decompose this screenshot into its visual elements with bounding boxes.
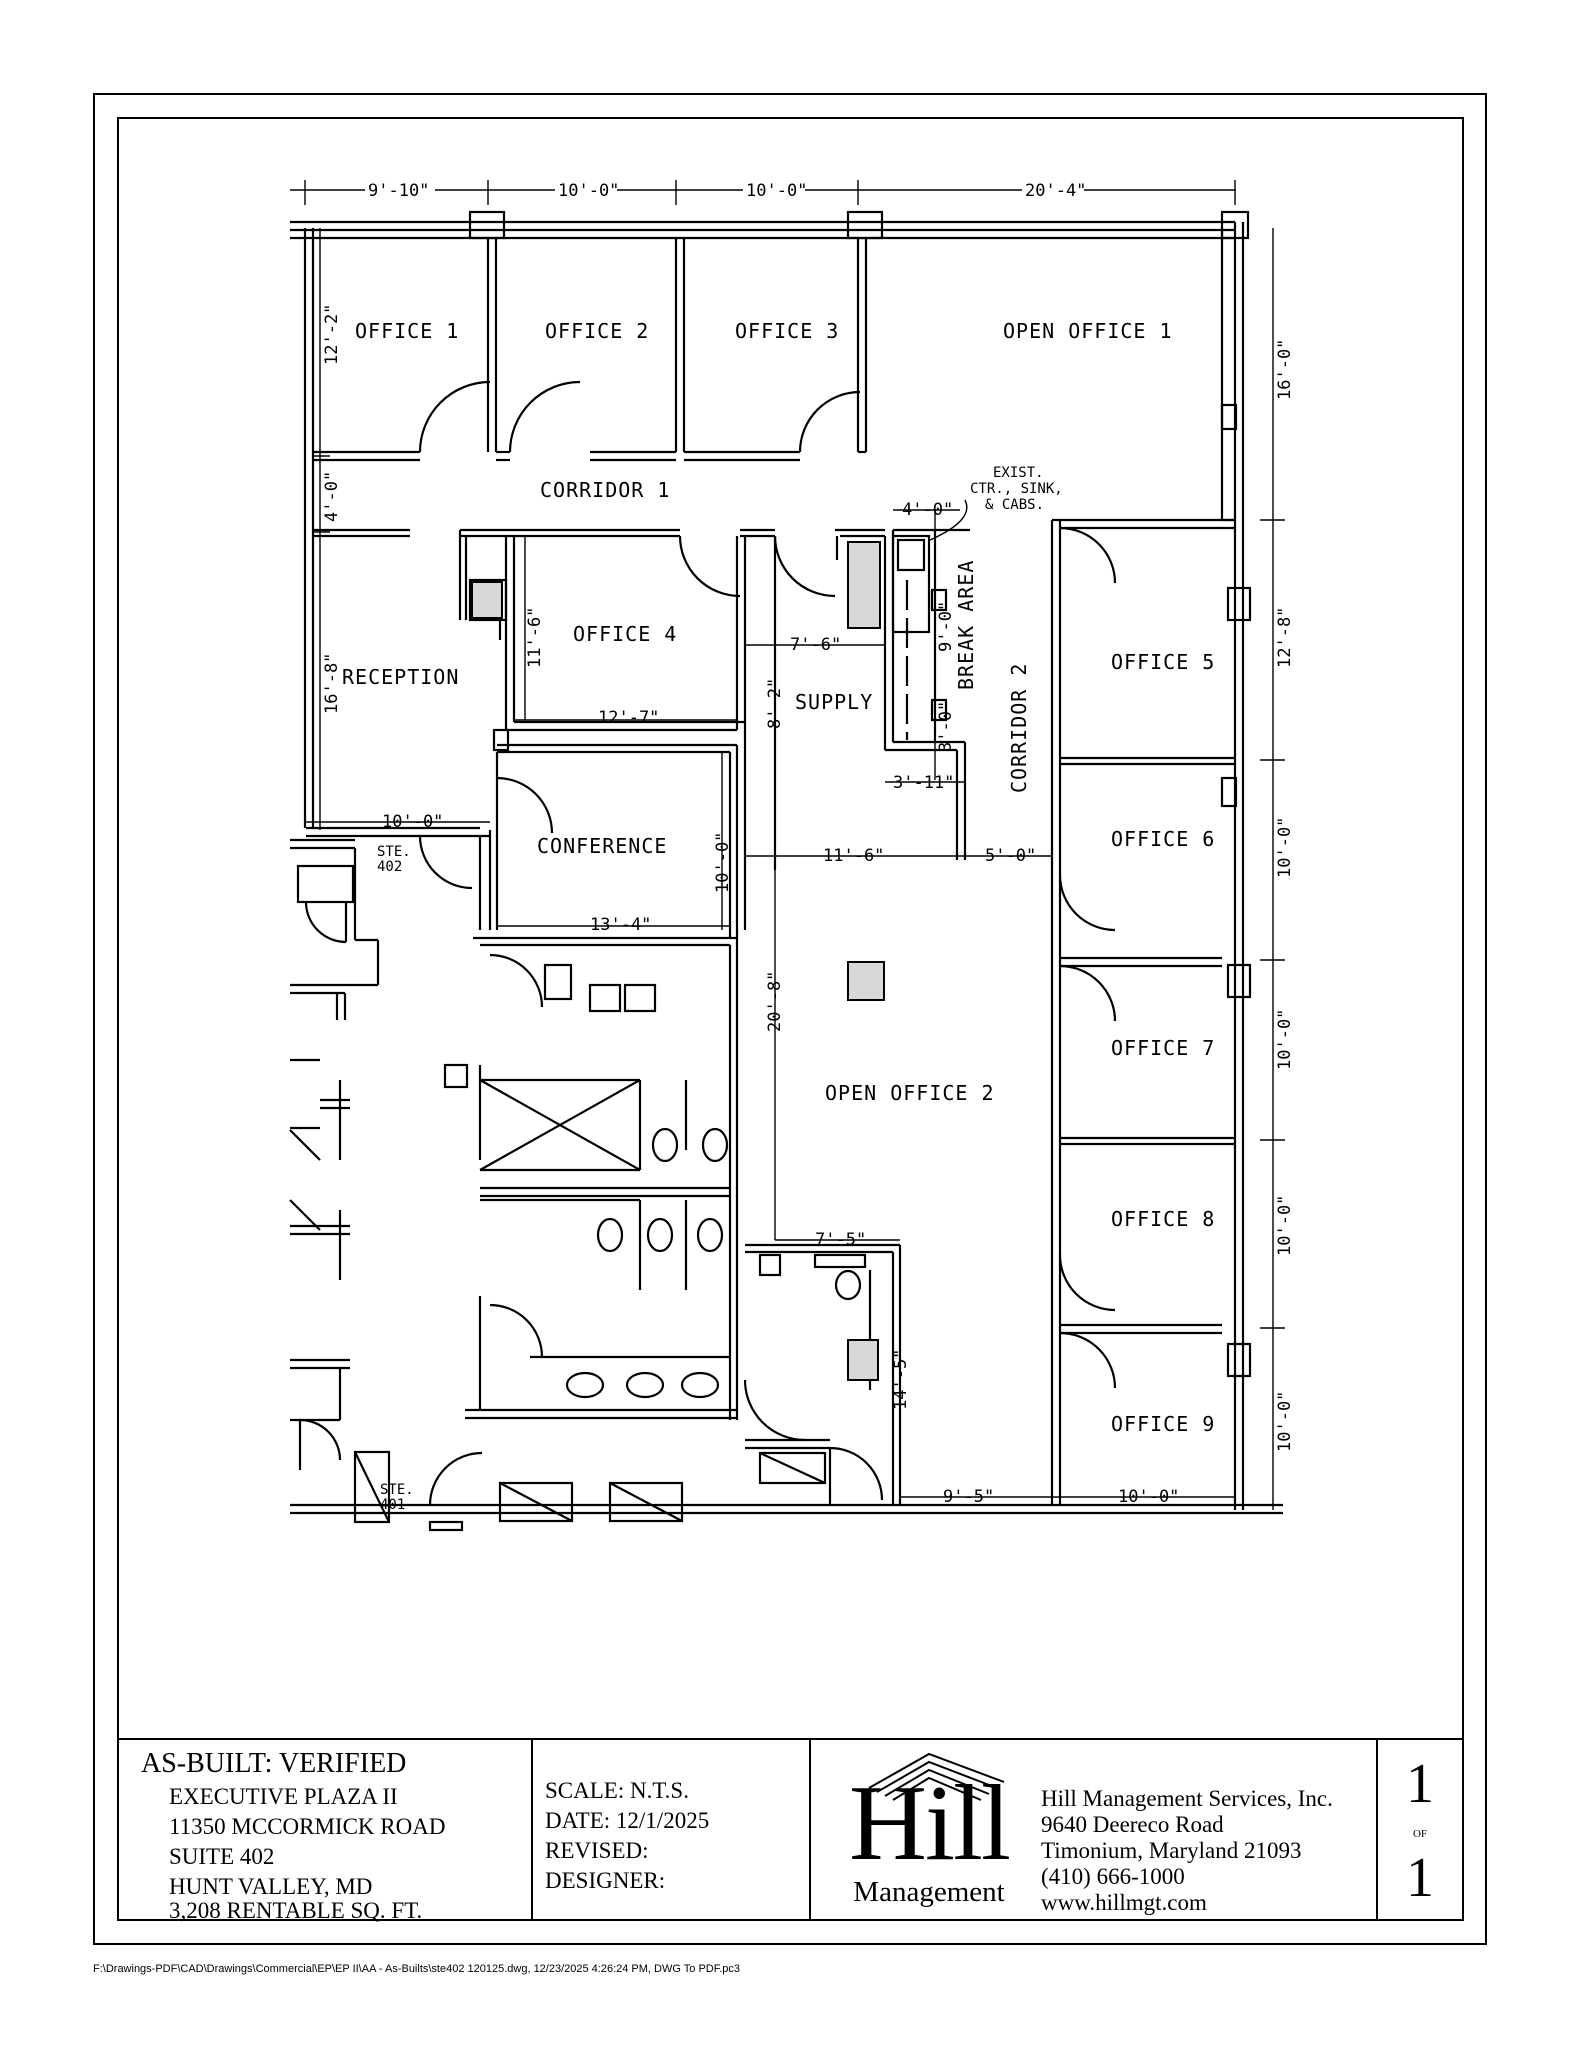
- dim-right-office-6: 10'-0": [1275, 817, 1295, 878]
- sheet-number: 1: [1406, 1753, 1434, 1815]
- label-office-9: OFFICE 9: [1111, 1412, 1215, 1436]
- label-office-4: OFFICE 4: [573, 622, 677, 646]
- title-block-sheet: 1 OF 1: [1378, 1740, 1462, 1921]
- dim-left-reception: 16'-8": [322, 653, 342, 714]
- company-street: 9640 Deereco Road: [1041, 1812, 1224, 1837]
- label-office-1: OFFICE 1: [355, 319, 459, 343]
- sheet-total: 1: [1406, 1847, 1434, 1909]
- title-block-project: AS-BUILT: VERIFIED EXECUTIVE PLAZA II 11…: [117, 1740, 533, 1923]
- title-block-meta: SCALE: N.T.S. DATE: 12/1/2025 REVISED: D…: [533, 1740, 811, 1921]
- dim-break-height: 9'-0": [936, 601, 956, 652]
- dim-small-room-width: 7'-5": [815, 1230, 866, 1250]
- drawing-border-outer: [93, 93, 1487, 1945]
- dim-reception-width: 10'-0": [382, 812, 443, 832]
- title-block-heading: AS-BUILT: VERIFIED: [141, 1748, 407, 1779]
- dim-break-small-width: 3'-11": [893, 773, 954, 793]
- note-existing-line-1: EXIST.: [993, 465, 1044, 481]
- dim-small-room-height: 14'-5": [891, 1349, 911, 1410]
- project-suite: SUITE 402: [169, 1844, 275, 1869]
- label-office-5: OFFICE 5: [1111, 650, 1215, 674]
- label-reception: RECEPTION: [342, 665, 459, 689]
- meta-designer: DESIGNER:: [545, 1868, 666, 1893]
- label-supply: SUPPLY: [795, 690, 873, 714]
- dim-left-office-1: 12'-2": [322, 304, 342, 365]
- label-open-office-2: OPEN OFFICE 2: [825, 1081, 995, 1105]
- company-website: www.hillmgt.com: [1041, 1890, 1207, 1915]
- label-open-office-1: OPEN OFFICE 1: [1003, 319, 1173, 343]
- sheet-of: OF: [1412, 1828, 1428, 1840]
- project-city: HUNT VALLEY, MD: [169, 1874, 373, 1899]
- dim-supply-width: 7'-6": [790, 635, 841, 655]
- dim-right-open-office-1: 16'-0": [1275, 339, 1295, 400]
- label-suite-402-prefix: STE.: [377, 844, 411, 860]
- note-existing-line-2: CTR., SINK,: [970, 481, 1063, 497]
- project-name: EXECUTIVE PLAZA II: [169, 1784, 398, 1809]
- dim-right-office-7: 10'-0": [1275, 1009, 1295, 1070]
- meta-scale: SCALE: N.T.S.: [545, 1778, 689, 1803]
- meta-revised: REVISED:: [545, 1838, 649, 1863]
- dim-bottom-2: 10'-0": [1118, 1487, 1179, 1507]
- dim-right-office-8: 10'-0": [1275, 1195, 1295, 1256]
- company-name: Hill Management Services, Inc.: [1041, 1786, 1333, 1811]
- dim-break-small-height: 3'-0": [936, 701, 956, 752]
- logo-wordmark: Hill: [848, 1764, 1011, 1883]
- title-block-company: Hill Management Hill Management Services…: [811, 1740, 1378, 1921]
- company-phone: (410) 666-1000: [1041, 1864, 1185, 1889]
- dim-office-4-height: 11'-6": [525, 607, 545, 668]
- file-path-footer: F:\Drawings-PDF\CAD\Drawings\Commercial\…: [93, 1963, 741, 1975]
- dim-top-1: 9'-10": [368, 181, 429, 201]
- dim-bottom-1: 9'-5": [943, 1487, 994, 1507]
- dim-right-office-5: 12'-8": [1275, 607, 1295, 668]
- company-city: Timonium, Maryland 21093: [1041, 1838, 1302, 1863]
- label-office-3: OFFICE 3: [735, 319, 839, 343]
- dim-top-3: 10'-0": [746, 181, 807, 201]
- dim-corridor-width-2: 5'-0": [985, 846, 1036, 866]
- company-logo: [868, 1752, 1005, 1801]
- title-block: AS-BUILT: VERIFIED EXECUTIVE PLAZA II 11…: [117, 1738, 1464, 1923]
- dim-office-4-width: 12'-7": [598, 708, 659, 728]
- dim-top-4: 20'-4": [1025, 181, 1086, 201]
- label-suite-402-number: 402: [377, 859, 402, 875]
- meta-date: DATE: 12/1/2025: [545, 1808, 710, 1833]
- label-break-area: BREAK AREA: [954, 560, 978, 690]
- label-conference: CONFERENCE: [537, 834, 667, 858]
- label-corridor-1: CORRIDOR 1: [540, 478, 670, 502]
- label-office-8: OFFICE 8: [1111, 1207, 1215, 1231]
- dim-conference-height: 10'-0": [713, 832, 733, 893]
- project-street: 11350 MCCORMICK ROAD: [169, 1814, 446, 1839]
- dim-break-width: 4'-0": [902, 500, 953, 520]
- label-suite-401-prefix: STE.: [380, 1482, 414, 1498]
- project-area: 3,208 RENTABLE SQ. FT.: [169, 1898, 423, 1923]
- dim-supply-height: 8'-2": [765, 678, 785, 729]
- dim-corridor-width-1: 11'-6": [823, 846, 884, 866]
- logo-subtitle: Management: [853, 1876, 1005, 1908]
- dim-left-corridor: 4'-0": [322, 471, 342, 522]
- dim-right-office-9: 10'-0": [1275, 1391, 1295, 1452]
- label-corridor-2: CORRIDOR 2: [1007, 663, 1031, 793]
- dim-open-office-2-height: 20'-8": [765, 971, 785, 1032]
- label-suite-401-number: 401: [380, 1497, 405, 1513]
- dim-top-2: 10'-0": [558, 181, 619, 201]
- drawing-border-inner: [117, 117, 1464, 1921]
- note-existing-line-3: & CABS.: [985, 497, 1044, 513]
- label-office-7: OFFICE 7: [1111, 1036, 1215, 1060]
- dim-conference-width: 13'-4": [590, 915, 651, 935]
- label-office-2: OFFICE 2: [545, 319, 649, 343]
- label-office-6: OFFICE 6: [1111, 827, 1215, 851]
